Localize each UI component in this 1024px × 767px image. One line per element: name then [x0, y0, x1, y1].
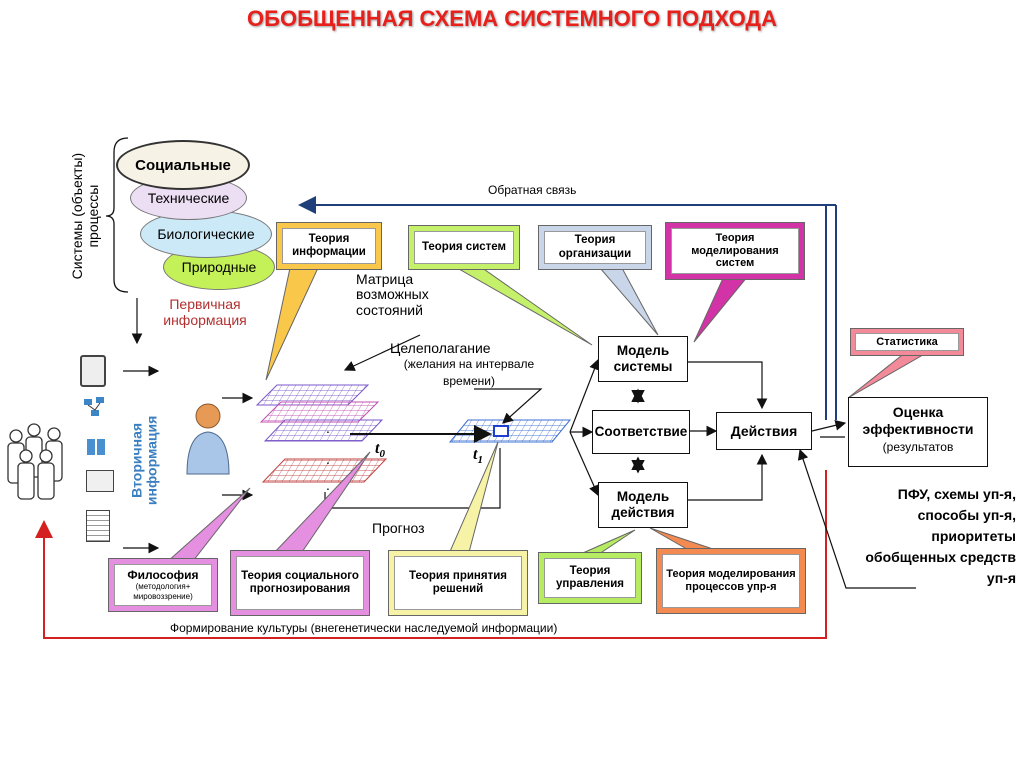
theory-modeling-processes-label: Теория моделирования процессов упр-я	[662, 554, 800, 608]
theory-information: Теория информации	[276, 222, 382, 270]
actions-box: Действия	[716, 412, 812, 450]
t1-grid	[448, 419, 572, 443]
theory-modeling-systems: Теория моделирования систем	[665, 222, 805, 280]
systems-brace	[105, 137, 129, 293]
t1-letter: t	[473, 446, 478, 463]
t0-subscript: 0	[379, 448, 385, 461]
efficiency-title: Оценка эффективности	[862, 404, 974, 437]
network-icon	[82, 395, 108, 421]
culture-label: Формирование культуры (внегенетически на…	[170, 621, 558, 635]
efficiency-box: Оценка эффективности (результатов	[848, 397, 988, 467]
t1-label: t1	[473, 446, 483, 466]
correspondence-box: Соответствие	[592, 410, 690, 454]
matrix-layer-2	[259, 401, 380, 423]
t0-letter: t	[375, 440, 380, 457]
theory-organization-label: Теория организации	[544, 231, 646, 264]
web-browser-icon	[86, 470, 114, 492]
people-group-icon	[7, 423, 63, 500]
tablet-icon	[80, 355, 106, 387]
document-icon	[86, 510, 110, 542]
model-action-box: Модель действия	[598, 482, 688, 528]
theory-information-label: Теория информации	[282, 228, 376, 264]
goal-setting-sub: (желания на интервале времени)	[403, 357, 535, 388]
statistics-callout: Статистика	[850, 328, 964, 356]
svg-text:.: .	[326, 451, 330, 467]
matrix-layer-3	[263, 419, 384, 442]
matrix-label: Матрица возможных состояний	[356, 271, 429, 318]
goal-setting-label: Целеполагание	[390, 340, 491, 356]
theory-decision-making: Теория принятия решений	[388, 550, 528, 616]
statistics-label: Статистика	[855, 333, 959, 351]
philosophy-callout: Философия (методология+ мировоззрение)	[108, 558, 218, 612]
secondary-info-label: Вторичная информация	[128, 415, 160, 506]
theory-decision-making-label: Теория принятия решений	[394, 556, 522, 610]
theory-social-forecasting: Теория социального прогнозирования	[230, 550, 370, 616]
philosophy-title: Философия	[127, 567, 199, 582]
t1-marker	[493, 425, 509, 437]
philosophy-sub: (методология+ мировоззрение)	[133, 582, 193, 601]
theory-modeling-systems-label: Теория моделирования систем	[671, 228, 799, 274]
natural-label: Природные	[181, 259, 257, 275]
model-system-box: Модель системы	[598, 336, 688, 382]
theory-modeling-processes: Теория моделирования процессов упр-я	[656, 548, 806, 614]
pfu-text: ПФУ, схемы уп-я, способы уп-я, приоритет…	[865, 486, 1016, 586]
efficiency-sub: (результатов	[882, 439, 954, 454]
svg-text:.: .	[326, 477, 330, 493]
matrix-layer-4	[261, 458, 388, 483]
ellipse-social: Социальные	[116, 140, 250, 190]
theory-systems-label: Теория систем	[414, 231, 514, 264]
biological-label: Биологические	[157, 226, 255, 242]
technical-label: Технические	[147, 190, 230, 206]
culture-arrow	[35, 470, 827, 639]
forecast-label: Прогноз	[372, 520, 425, 536]
page-title: ОБОБЩЕННАЯ СХЕМА СИСТЕМНОГО ПОДХОДА	[247, 6, 777, 31]
theory-social-forecasting-label: Теория социального прогнозирования	[236, 556, 364, 610]
database-icon	[86, 436, 106, 458]
theory-systems: Теория систем	[408, 225, 520, 270]
social-label: Социальные	[135, 156, 231, 174]
t1-subscript: 1	[477, 454, 483, 467]
person-icon	[186, 403, 230, 475]
theory-management: Теория управления	[538, 552, 642, 604]
theory-management-label: Теория управления	[544, 558, 636, 598]
primary-info-label: Первичная информация	[163, 296, 247, 329]
svg-text:.: .	[326, 420, 330, 436]
systems-label: Системы (объекты) процессы	[68, 152, 101, 280]
t0-label: t0	[375, 440, 385, 460]
theory-organization: Теория организации	[538, 225, 652, 270]
feedback-label: Обратная связь	[488, 183, 577, 197]
